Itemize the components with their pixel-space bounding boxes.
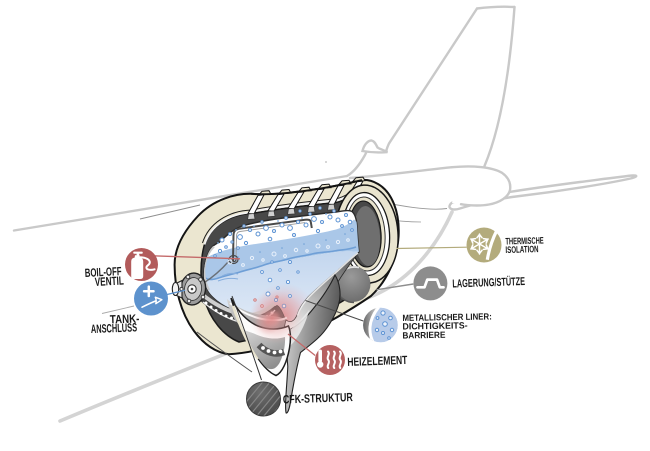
svg-text:ANSCHLUSS: ANSCHLUSS	[91, 322, 138, 337]
svg-text:DICHTIGKEITS-: DICHTIGKEITS-	[402, 320, 467, 331]
svg-text:HEIZELEMENT: HEIZELEMENT	[347, 355, 408, 370]
svg-text:VENTIL: VENTIL	[95, 275, 125, 289]
svg-text:TANK-: TANK-	[110, 313, 140, 327]
svg-text:METALLISCHER LINER:: METALLISCHER LINER:	[402, 311, 492, 323]
svg-text:ISOLATION: ISOLATION	[505, 244, 539, 256]
svg-text:CFK-STRUKTUR: CFK-STRUKTUR	[283, 391, 354, 407]
svg-text:LAGERUNG/STÜTZE: LAGERUNG/STÜTZE	[452, 275, 526, 291]
svg-text:THERMISCHE: THERMISCHE	[505, 235, 544, 247]
svg-text:BOIL-OFF: BOIL-OFF	[85, 266, 122, 281]
svg-text:BARRIERE: BARRIERE	[402, 329, 445, 340]
